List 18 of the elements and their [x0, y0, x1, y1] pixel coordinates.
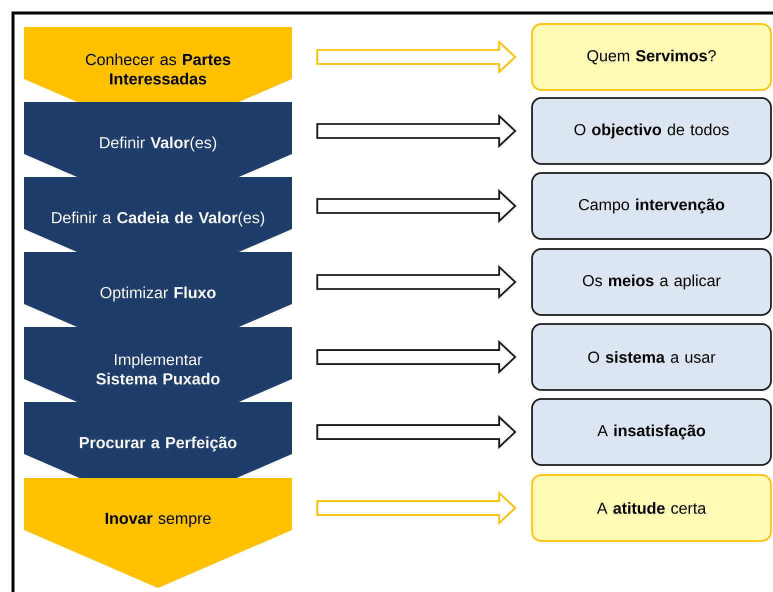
- rounded-box: Quem Servimos?: [531, 23, 772, 91]
- node-label: Procurar a Perfeição: [80, 436, 236, 452]
- rounded-box: Campo intervenção: [531, 172, 772, 240]
- node-label: Definir Valor(es): [100, 136, 216, 152]
- rounded-box: O sistema a usar: [531, 323, 772, 391]
- rounded-box: O objectivo de todos: [531, 97, 772, 165]
- rounded-box: Os meios a aplicar: [531, 248, 772, 316]
- block-arrow: [316, 40, 517, 74]
- rounded-box: A insatisfação: [531, 398, 772, 466]
- node-label: Definir a Cadeia de Valor(es): [52, 212, 264, 226]
- block-arrow: [316, 114, 517, 148]
- block-arrow: [316, 264, 517, 300]
- rounded-box: A atitude certa: [531, 474, 772, 542]
- block-arrow: [316, 490, 517, 526]
- node-label: Optimizar Fluxo: [100, 286, 216, 302]
- block-arrow: [316, 188, 517, 224]
- block-arrow: [316, 340, 517, 374]
- block-arrow: [316, 414, 517, 450]
